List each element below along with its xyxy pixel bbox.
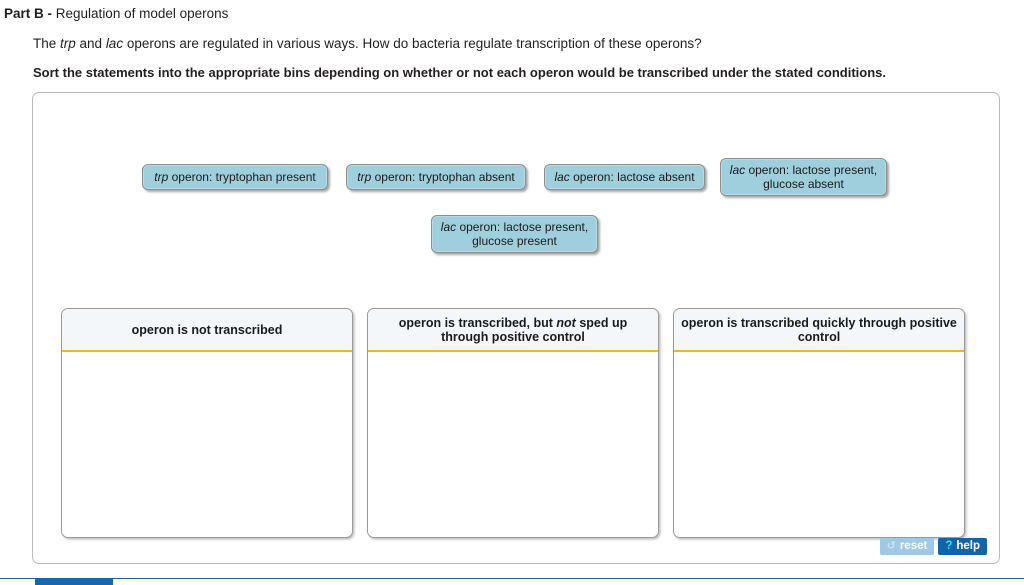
tile-text: lac operon: lactose present, glucose pre…	[438, 220, 591, 249]
part-title-text: Regulation of model operons	[55, 6, 229, 21]
tile-body-text: operon: tryptophan present	[168, 169, 316, 184]
tile-trp-tryptophan-absent[interactable]: trp operon: tryptophan absent	[346, 164, 526, 190]
gene-label: lac	[729, 162, 746, 177]
bottom-divider	[0, 578, 1024, 579]
bin-header: operon is transcribed quickly through po…	[674, 309, 964, 352]
tile-text: lac operon: lactose absent	[554, 170, 694, 185]
reset-label: reset	[899, 540, 928, 552]
gene-label: trp	[357, 169, 372, 184]
reset-icon: ↺	[886, 540, 896, 552]
tile-text: trp operon: tryptophan present	[154, 170, 315, 185]
gene-label: lac	[440, 219, 457, 234]
bin-header: operon is transcribed, but not sped up t…	[368, 309, 658, 352]
bottom-submit-tab[interactable]	[35, 578, 113, 585]
tile-trp-tryptophan-present[interactable]: trp operon: tryptophan present	[142, 164, 328, 190]
bin-title: operon is not transcribed	[131, 322, 283, 337]
tile-text: lac operon: lactose present, glucose abs…	[727, 163, 880, 192]
gene-lac: lac	[105, 36, 124, 51]
panel-controls: ↺ reset ? help	[879, 538, 987, 555]
question-middle: and	[75, 36, 106, 51]
bin-header: operon is not transcribed	[62, 309, 352, 352]
bin-transcribed-not-sped-up[interactable]: operon is transcribed, but not sped up t…	[367, 308, 659, 538]
bin-title: operon is transcribed, but not sped up t…	[398, 315, 628, 344]
bin-not-transcribed[interactable]: operon is not transcribed	[61, 308, 353, 538]
bin-transcribed-quickly[interactable]: operon is transcribed quickly through po…	[673, 308, 965, 538]
tile-lac-lactose-present-glucose-absent[interactable]: lac operon: lactose present, glucose abs…	[720, 158, 887, 196]
tile-body-text: operon: tryptophan absent	[371, 169, 515, 184]
page-title: Part B - Regulation of model operons	[4, 6, 1024, 22]
bin-title: operon is transcribed quickly through po…	[681, 315, 957, 344]
question-prompt: The trp and lac operons are regulated in…	[33, 35, 1024, 52]
help-button[interactable]: ? help	[938, 538, 987, 555]
exercise-header: Part B - Regulation of model operons The…	[0, 0, 1024, 81]
question-suffix: operons are regulated in various ways. H…	[123, 36, 702, 51]
tile-body-text: operon: lactose present, glucose present	[456, 219, 589, 249]
tile-lac-lactose-present-glucose-present[interactable]: lac operon: lactose present, glucose pre…	[431, 215, 598, 253]
bin-dropzone[interactable]	[368, 352, 658, 535]
gene-label: trp	[154, 169, 169, 184]
bin-dropzone[interactable]	[674, 352, 964, 535]
tile-lac-lactose-absent[interactable]: lac operon: lactose absent	[544, 164, 705, 190]
gene-label: lac	[554, 169, 570, 184]
bin-dropzone[interactable]	[62, 352, 352, 535]
help-label: help	[956, 540, 980, 552]
question-mark-icon: ?	[945, 540, 953, 552]
emphasis-not: not	[556, 315, 576, 330]
reset-button[interactable]: ↺ reset	[879, 538, 935, 555]
tile-body-text: operon: lactose present, glucose absent	[745, 162, 878, 192]
part-label: Part B -	[4, 6, 53, 21]
sort-instruction: Sort the statements into the appropriate…	[33, 65, 887, 80]
gene-trp: trp	[60, 36, 76, 51]
question-prefix: The	[33, 36, 61, 51]
tile-body-text: operon: lactose absent	[569, 169, 695, 184]
drag-drop-activity-panel: trp operon: tryptophan present trp opero…	[32, 92, 1000, 564]
tile-text: trp operon: tryptophan absent	[357, 170, 514, 185]
